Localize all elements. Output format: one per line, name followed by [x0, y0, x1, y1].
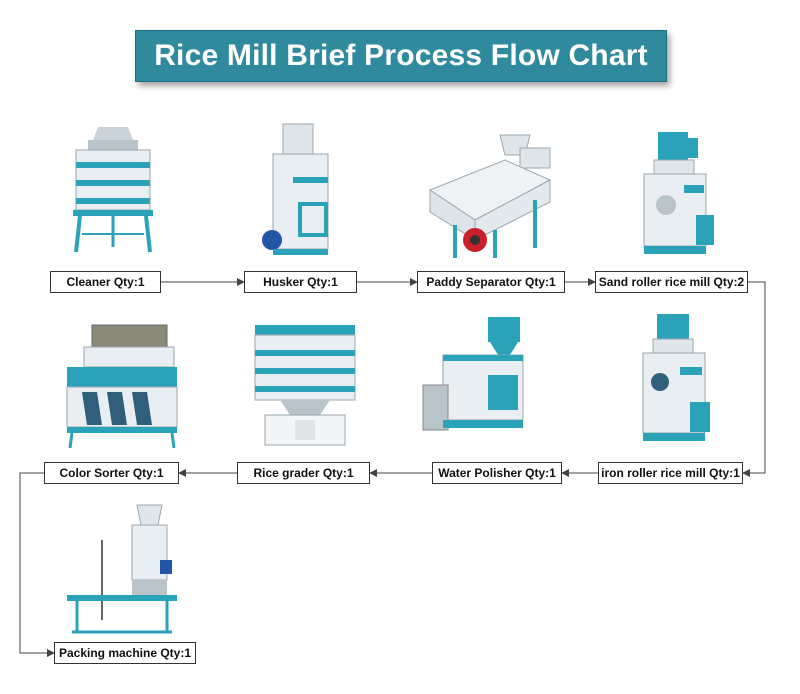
step-rice-grader: Rice grader Qty:1 [237, 462, 370, 484]
arrow-sorter-packing [19, 472, 55, 657]
arrow-sandroller-ironroller [742, 281, 766, 477]
step-husker: Husker Qty:1 [244, 271, 357, 293]
water-polisher-icon [422, 317, 524, 431]
step-iron-roller-mill: iron roller rice mill Qty:1 [598, 462, 743, 484]
cleaner-machine-icon [73, 127, 153, 253]
rice-grader-icon [254, 325, 356, 446]
step-paddy-separator: Paddy Separator Qty:1 [417, 271, 565, 293]
step-label: Water Polisher Qty:1 [438, 466, 556, 480]
step-label: iron roller rice mill Qty:1 [601, 466, 740, 480]
step-label: Cleaner Qty:1 [66, 275, 145, 289]
step-label: Rice grader Qty:1 [253, 466, 354, 480]
step-packing-machine: Packing machine Qty:1 [54, 642, 196, 664]
paddy-separator-icon [428, 134, 552, 258]
step-label: Paddy Separator Qty:1 [426, 275, 556, 289]
step-cleaner: Cleaner Qty:1 [50, 271, 161, 293]
step-label: Husker Qty:1 [263, 275, 338, 289]
step-label: Sand roller rice mill Qty:2 [598, 275, 745, 289]
color-sorter-icon [66, 324, 178, 449]
step-label: Color Sorter Qty:1 [59, 466, 164, 480]
step-color-sorter: Color Sorter Qty:1 [44, 462, 179, 484]
step-label: Packing machine Qty:1 [58, 646, 192, 660]
page-title: Rice Mill Brief Process Flow Chart [154, 39, 648, 72]
title-banner: Rice Mill Brief Process Flow Chart [135, 30, 667, 82]
iron-roller-mill-icon [642, 314, 710, 441]
packing-machine-icon [67, 504, 177, 634]
step-water-polisher: Water Polisher Qty:1 [432, 462, 562, 484]
husker-machine-icon [262, 123, 329, 255]
step-sand-roller-mill: Sand roller rice mill Qty:2 [595, 271, 748, 293]
sand-roller-mill-icon [643, 132, 714, 254]
